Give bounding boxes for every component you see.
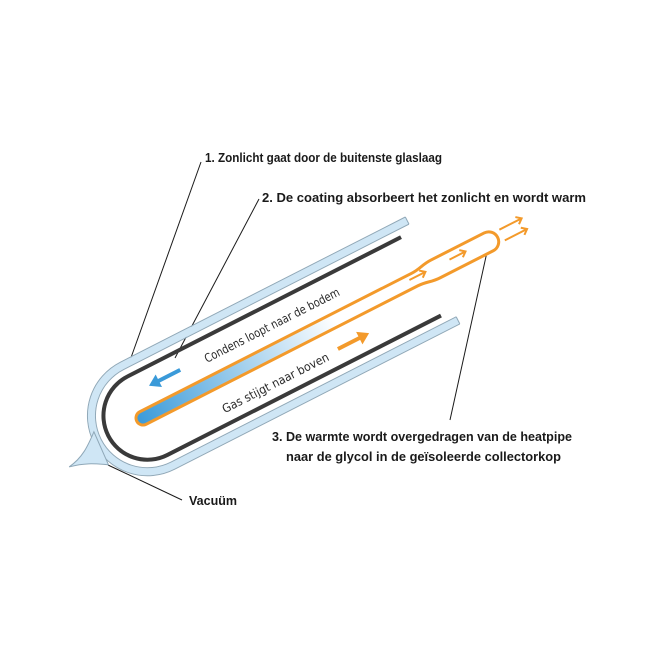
label-step3-line2: naar de glycol in de geïsoleerde collect…: [286, 450, 561, 464]
label-step2: 2. De coating absorbeert het zonlicht en…: [262, 191, 586, 205]
heatpipe: [134, 230, 501, 427]
heat-flow-arrows-inner: [408, 249, 467, 281]
glass-tip: [68, 430, 110, 468]
arrow-left-blue-icon: [149, 368, 182, 387]
inner-glass-edge: [94, 223, 457, 469]
arrow-right-orange-icon: [337, 331, 370, 351]
label-vacuum: Vacuüm: [189, 494, 237, 508]
glass-end-cap-bottom: [455, 316, 461, 325]
glass-end-cap-top: [404, 216, 410, 225]
absorber-coating: [101, 235, 442, 462]
label-step1: 1. Zonlicht gaat door de buitenste glasl…: [205, 151, 442, 165]
leader-line-step1: [127, 161, 202, 367]
leader-line-vacuum: [107, 464, 183, 501]
heat-out-arrow-icon: [498, 216, 529, 242]
label-step3-line1: 3. De warmte wordt overgedragen van de h…: [272, 430, 572, 444]
leader-line-step3: [449, 251, 488, 421]
